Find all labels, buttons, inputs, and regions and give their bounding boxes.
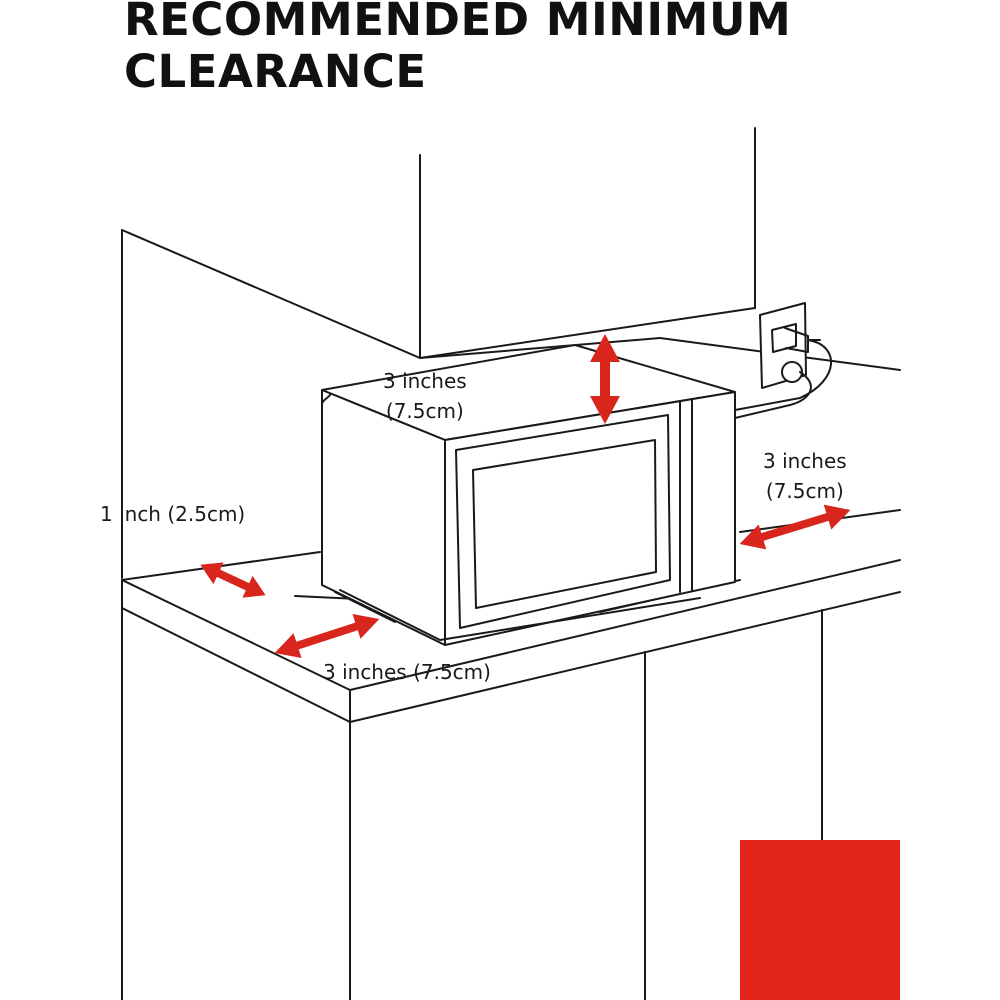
top-clearance-label-line-2: (7.5cm) xyxy=(385,399,464,423)
right-clearance-label-line-1: 3 inches xyxy=(763,449,847,473)
red-accent-block xyxy=(740,840,900,1000)
front-clearance-arrow xyxy=(274,614,380,658)
lower-cabinets xyxy=(121,607,823,1000)
left-clearance-label-text: 1 inch (2.5cm) xyxy=(100,502,246,526)
wall-outlet xyxy=(734,302,833,419)
microwave xyxy=(321,344,736,646)
upper-cabinet xyxy=(419,127,756,359)
right-clearance-label: 3 inches (7.5cm) xyxy=(763,446,847,506)
title-line-1: RECOMMENDED MINIMUM xyxy=(124,0,792,46)
top-clearance-label: 3 inches (7.5cm) xyxy=(383,366,467,426)
top-clearance-label-line-1: 3 inches xyxy=(383,369,467,393)
microwave-door xyxy=(455,414,671,629)
right-clearance-arrow xyxy=(739,504,851,550)
left-clearance-arrow xyxy=(200,562,266,598)
clearance-arrows xyxy=(200,334,851,658)
title-line-2: CLEARANCE xyxy=(124,45,427,98)
right-clearance-label-line-2: (7.5cm) xyxy=(765,479,844,503)
left-clearance-label: 1 inch (2.5cm) xyxy=(100,499,245,529)
diagram-title: RECOMMENDED MINIMUM CLEARANCE xyxy=(124,0,791,98)
front-clearance-label: 3 inches (7.5cm) xyxy=(323,657,491,687)
microwave-window xyxy=(472,439,657,609)
front-clearance-label-text: 3 inches (7.5cm) xyxy=(323,660,491,684)
top-clearance-arrow xyxy=(590,334,620,424)
